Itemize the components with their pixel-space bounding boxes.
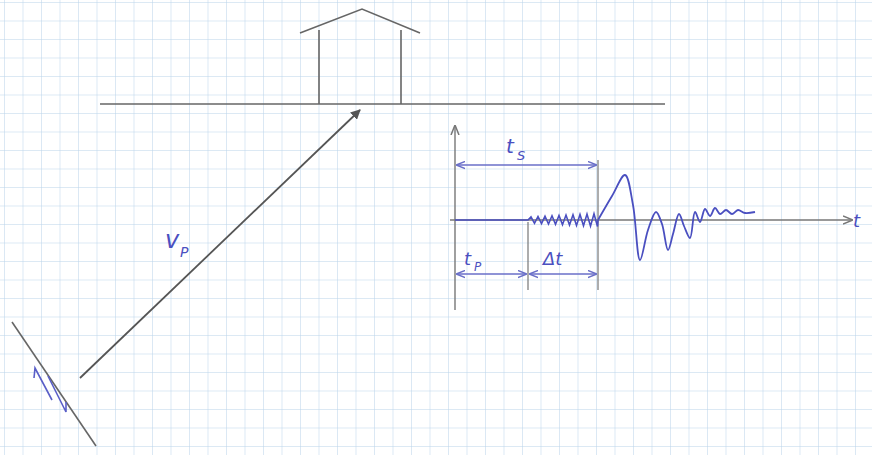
house (300, 9, 420, 104)
fault-line (12, 322, 96, 446)
ts-bracket (457, 164, 596, 165)
tp-symbol: t (464, 250, 471, 268)
seismogram-trace (455, 175, 755, 260)
slip-arrows (34, 368, 66, 412)
y-axis (454, 126, 455, 310)
p-wave-trace (455, 214, 598, 227)
ts-subscript: S (517, 149, 525, 162)
dt-bracket (530, 273, 596, 274)
velocity-subscript: P (180, 245, 188, 259)
delta-t-label: Δt (543, 250, 562, 268)
ground-line (100, 103, 665, 105)
ray-arrow (80, 110, 360, 378)
tp-subscript: P (474, 261, 481, 273)
tp-bracket (457, 273, 526, 274)
ts-symbol: t (506, 136, 514, 156)
velocity-symbol: v (165, 228, 179, 252)
s-wave-trace (598, 175, 755, 260)
time-axis-label: t (853, 212, 860, 230)
